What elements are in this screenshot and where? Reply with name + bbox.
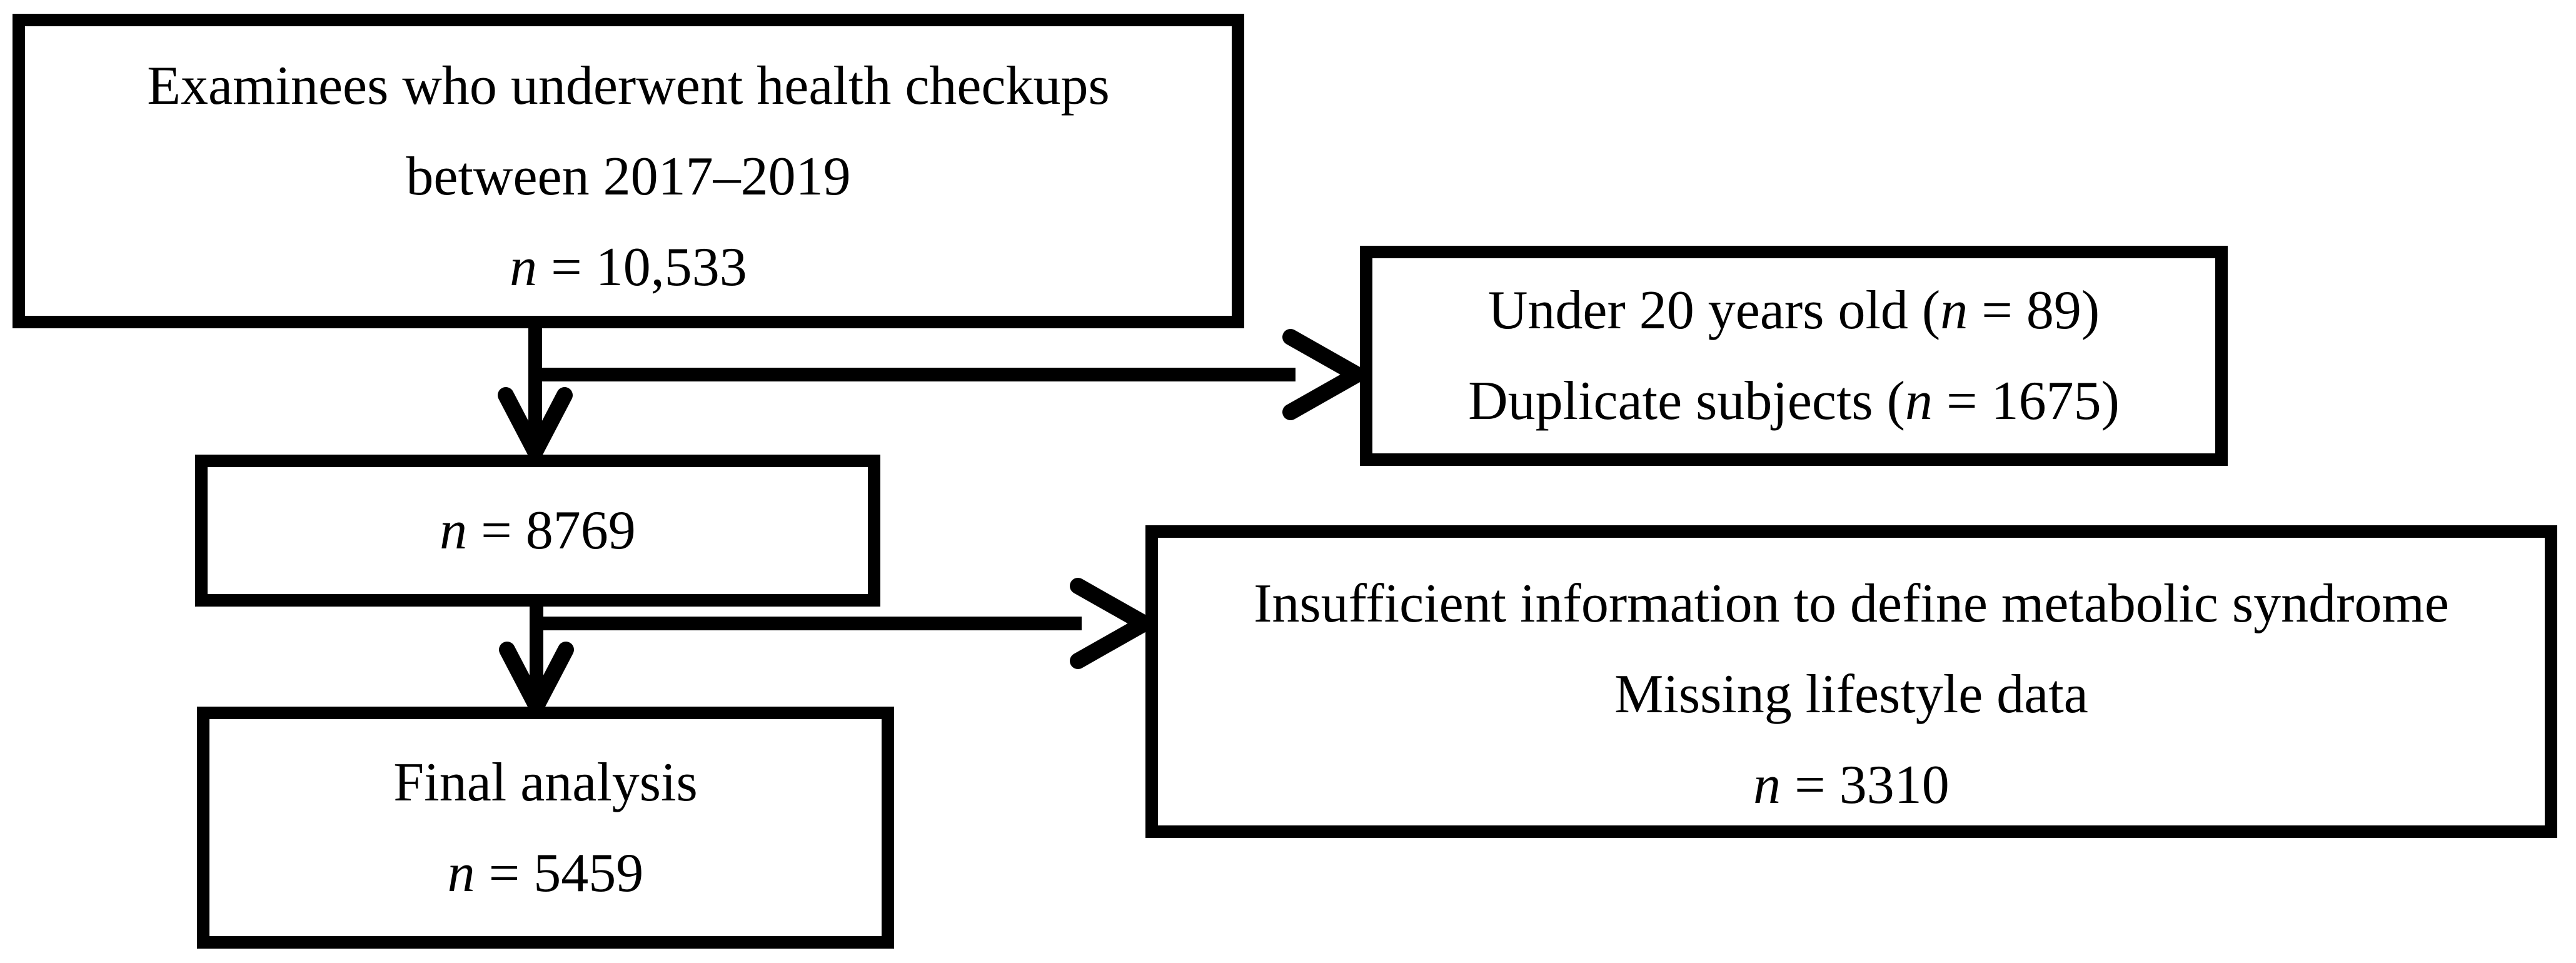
- text-line: Insufficient information to define metab…: [1254, 558, 2449, 649]
- text-segment: = 5459: [475, 842, 644, 904]
- text-line: n = 8769: [440, 485, 636, 576]
- text-segment: Examinees who underwent health checkups: [147, 56, 1110, 116]
- text-line: n = 5459: [448, 828, 644, 919]
- arrow-source-to-n8769-head: [498, 387, 573, 460]
- box-source-population: Examinees who underwent health checkups …: [13, 14, 1244, 328]
- arrow-to-exclusions2-head: [1070, 578, 1152, 669]
- box-exclusions-second: Insufficient information to define metab…: [1145, 525, 2557, 838]
- box-final-analysis: Final analysis n = 5459: [197, 707, 894, 949]
- text-segment: Final analysis: [393, 752, 698, 813]
- text-line: Missing lifestyle data: [1614, 649, 2088, 740]
- box-exclusions-first: Under 20 years old (n = 89) Duplicate su…: [1360, 246, 2228, 466]
- text-segment: between 2017–2019: [406, 146, 851, 207]
- variable-n: n: [1940, 280, 1968, 341]
- text-segment: Insufficient information to define metab…: [1254, 573, 2449, 634]
- box-after-exclusion: n = 8769: [195, 455, 880, 607]
- text-line: n = 10,533: [510, 222, 747, 313]
- text-line: Examinees who underwent health checkups: [147, 41, 1109, 131]
- text-segment: = 3310: [1781, 754, 1950, 815]
- text-line: Final analysis: [393, 737, 697, 828]
- text-line: Under 20 years old (n = 89): [1488, 265, 2100, 356]
- variable-n: n: [1904, 371, 1933, 431]
- text-segment: Under 20 years old (: [1487, 280, 1941, 341]
- arrow-to-exclusions1-head: [1282, 329, 1365, 420]
- text-segment: = 10,533: [537, 237, 747, 298]
- text-line: between 2017–2019: [406, 131, 850, 222]
- text-line: n = 3310: [1753, 740, 1950, 830]
- text-segment: Duplicate subjects (: [1468, 371, 1905, 431]
- text-segment: = 1675): [1932, 371, 2120, 431]
- text-segment: = 8769: [467, 500, 636, 561]
- text-segment: = 89): [1968, 280, 2100, 341]
- variable-n: n: [447, 842, 475, 904]
- text-line: Duplicate subjects (n = 1675): [1468, 356, 2120, 446]
- variable-n: n: [510, 237, 538, 298]
- variable-n: n: [1753, 754, 1781, 815]
- arrow-n8769-to-final-head: [499, 642, 574, 714]
- variable-n: n: [440, 500, 468, 561]
- text-segment: Missing lifestyle data: [1614, 663, 2088, 725]
